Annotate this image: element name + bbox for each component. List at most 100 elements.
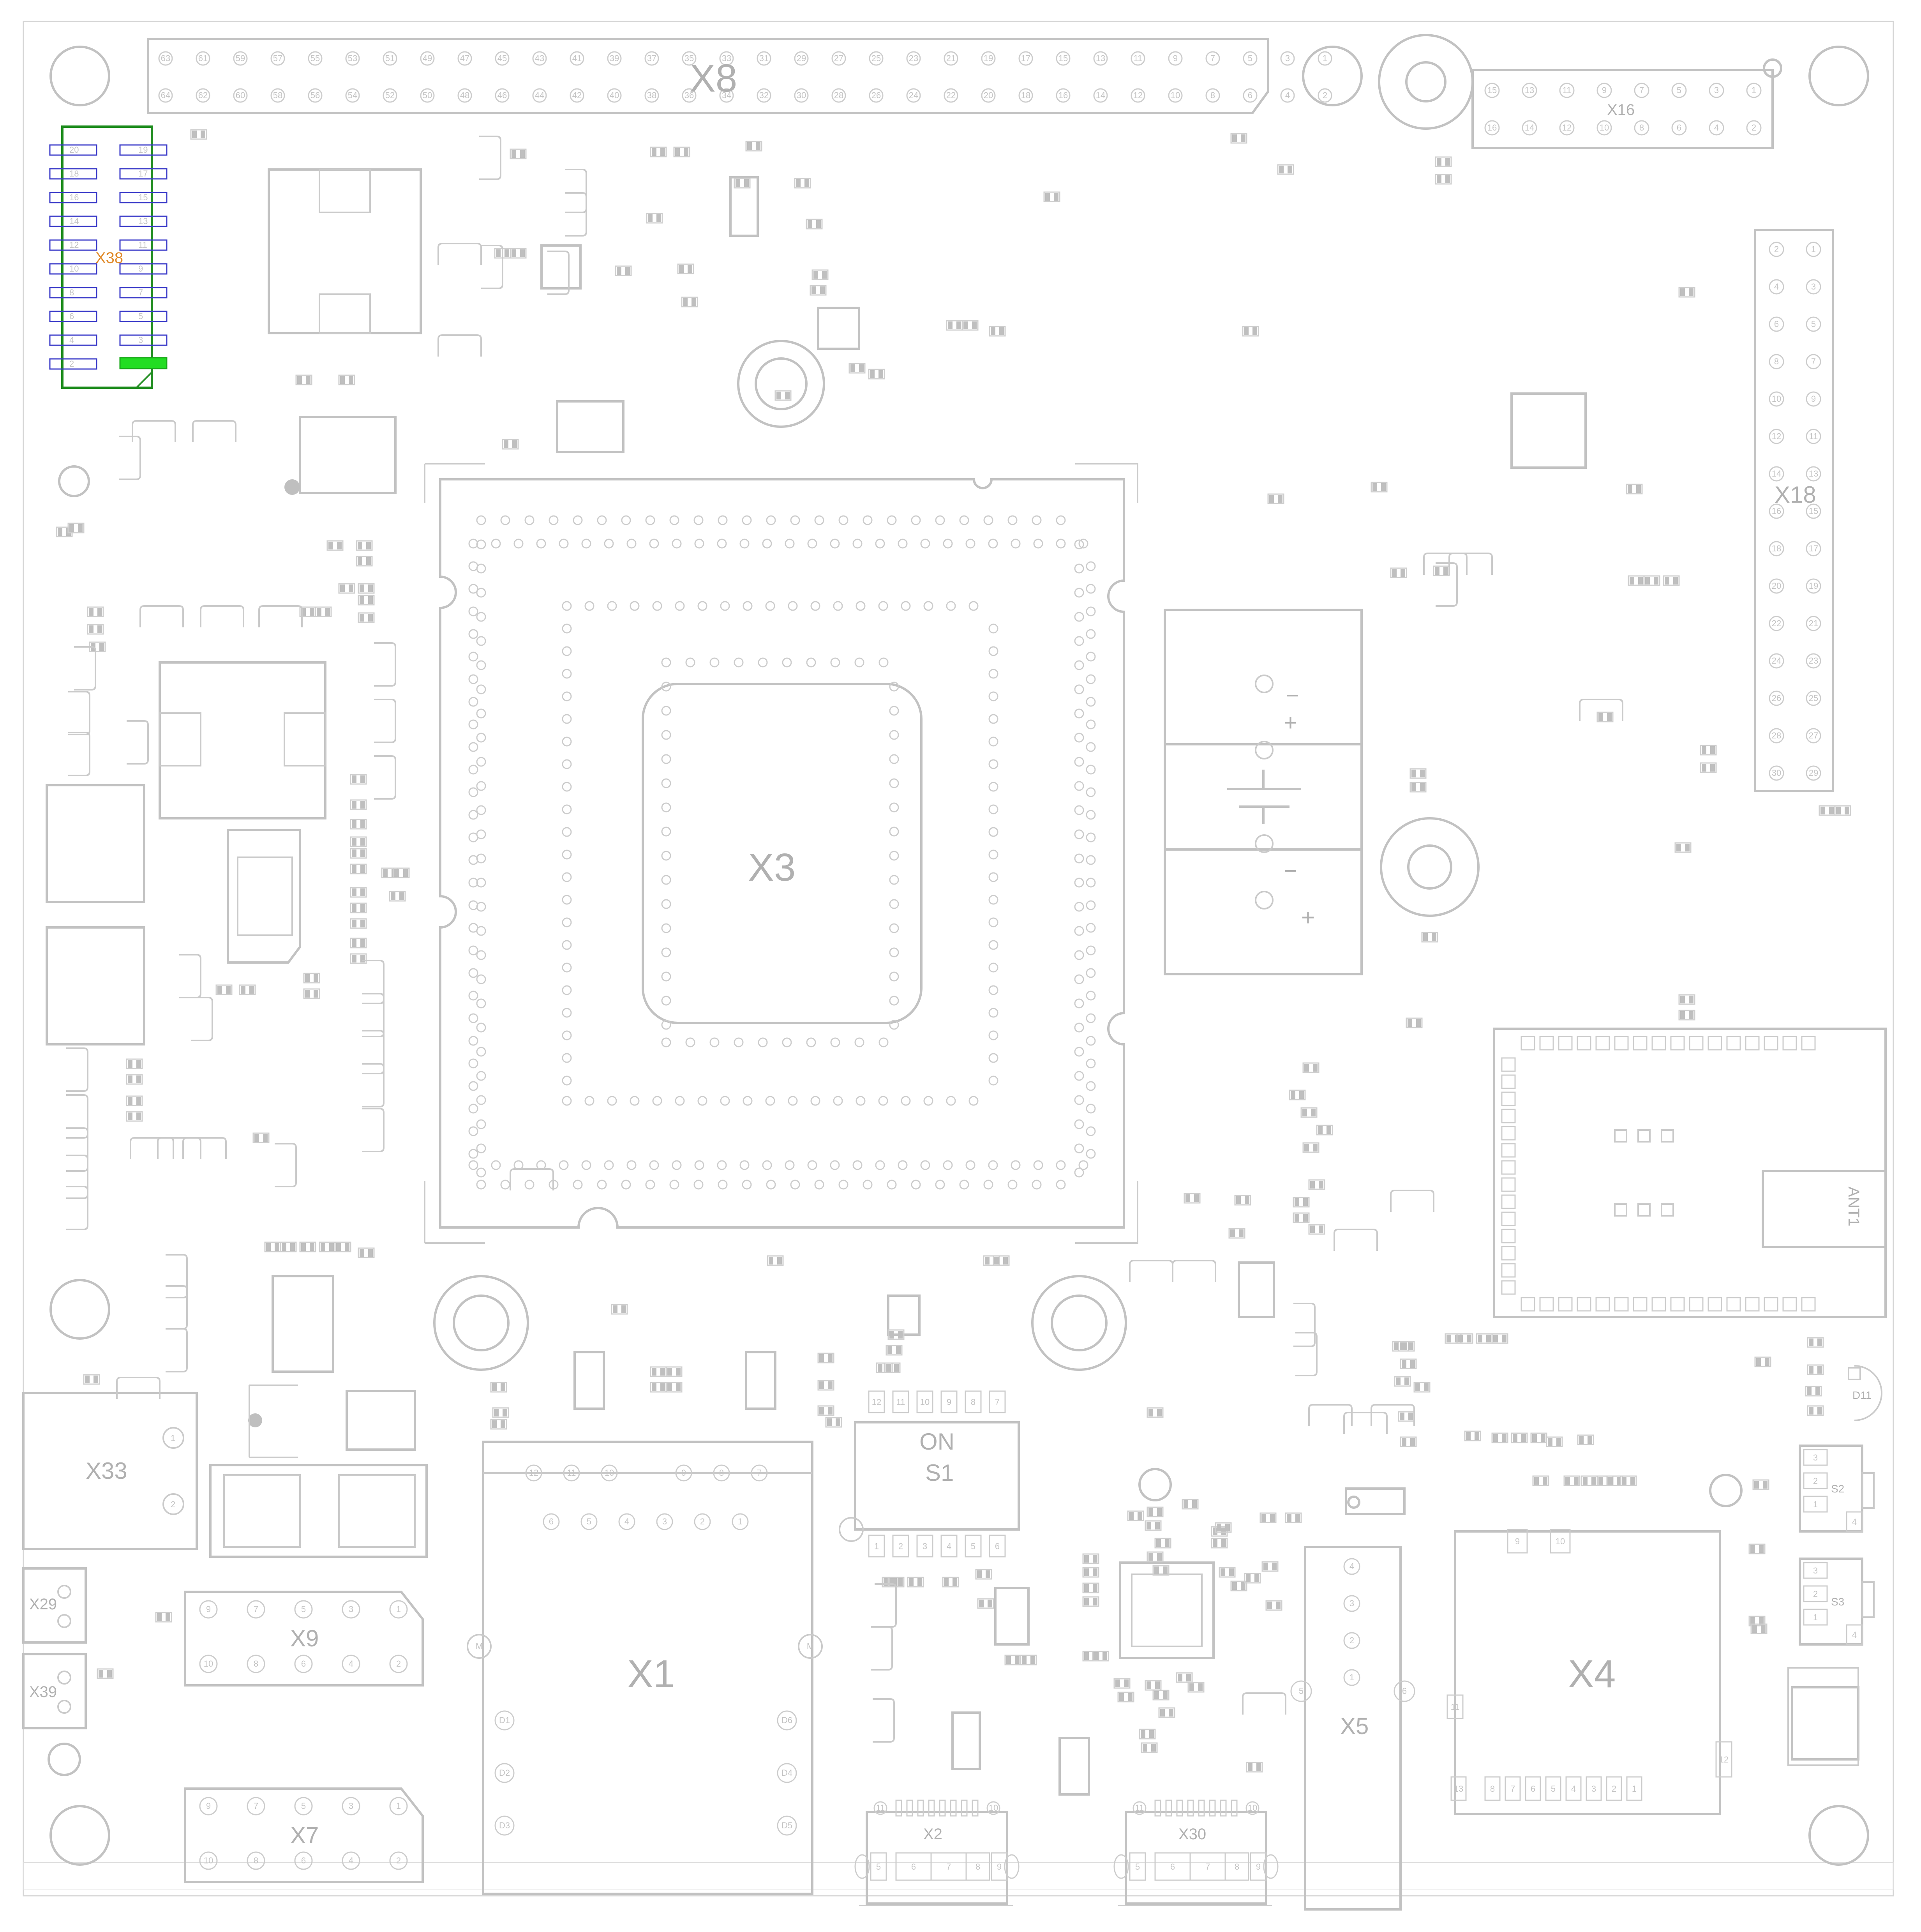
passive-pad: [1217, 1524, 1221, 1531]
pin-pad: [717, 1160, 727, 1170]
passive-pad: [1194, 1194, 1199, 1202]
passive-pad: [78, 524, 83, 532]
x38-pin-pad: [49, 287, 97, 298]
pin-pad: [895, 1800, 902, 1817]
passive-outline: [673, 147, 690, 157]
passive-outline: [1092, 1651, 1109, 1662]
passive-outline: [1147, 1407, 1164, 1418]
pin-pad: [476, 805, 486, 815]
passive-pad: [963, 321, 968, 329]
passive-pad: [496, 249, 501, 257]
pin-pad: [562, 962, 572, 973]
passive-pad: [1154, 1691, 1159, 1699]
pin-number: 30: [1772, 768, 1781, 778]
x38-pin-number: 5: [138, 311, 143, 321]
passive-outline: [510, 148, 527, 159]
module-pad: [1501, 1143, 1516, 1158]
passive-pad: [1410, 1360, 1415, 1368]
passive-pad: [1396, 1377, 1401, 1385]
passive-pad: [349, 376, 353, 384]
passive-pad: [325, 608, 330, 616]
pin-pad: [906, 1800, 913, 1817]
x38-pin-number: 4: [69, 335, 74, 345]
pin-number: 21: [946, 53, 956, 63]
pin-pad: [536, 1160, 546, 1170]
pin-number: 8: [719, 1468, 724, 1478]
pin-pad: [983, 1180, 993, 1190]
passive-pad: [314, 990, 318, 998]
pin-pad: [810, 1096, 820, 1106]
passive-pad: [1230, 1229, 1235, 1237]
passive-outline: [393, 867, 410, 878]
mounting-hole: [49, 1279, 110, 1340]
pin-pad: [342, 1851, 360, 1870]
pin-pad: [199, 1600, 218, 1619]
pin-pad: [782, 657, 792, 668]
passive-pad: [1267, 1602, 1272, 1609]
s1-label: S1: [925, 1460, 954, 1486]
passive-pad: [1680, 996, 1685, 1003]
pin-number: 51: [385, 53, 395, 63]
pin-pad: [916, 1390, 933, 1413]
battery-minus-1: −: [1286, 682, 1299, 708]
passive-pad: [249, 986, 254, 994]
pin-pad: [661, 923, 671, 933]
passive-outline: [1678, 1010, 1695, 1021]
passive-pad: [819, 1354, 824, 1362]
passive-pad: [360, 775, 365, 783]
x38-pin-pad: [49, 311, 97, 322]
pin-pad: [621, 1180, 631, 1190]
pin-pad: [345, 88, 360, 103]
pin-pad: [830, 1037, 840, 1047]
passive-pad: [1845, 807, 1849, 814]
passive-pad: [1022, 1656, 1027, 1664]
pin-number: 32: [759, 90, 769, 100]
passive-pad: [383, 869, 388, 877]
pin-number: 1: [874, 1542, 879, 1551]
pin-pad: [873, 1801, 887, 1815]
passive-outline: [295, 374, 312, 385]
passive-outline: [1302, 1142, 1319, 1153]
pin-pad: [468, 561, 478, 571]
pin-number: 7: [254, 1801, 258, 1811]
passive-pad: [505, 249, 509, 257]
pin-pad: [1806, 653, 1821, 669]
pin-number: 6: [995, 1542, 1000, 1551]
passive-pad: [254, 1134, 259, 1142]
passive-pad: [1295, 1214, 1299, 1222]
pin-number: 16: [1772, 506, 1781, 516]
capacitor-outline: [1293, 1303, 1316, 1347]
passive-outline: [155, 1612, 172, 1623]
capacitor-outline: [875, 1583, 897, 1628]
passive-outline: [1228, 1228, 1245, 1239]
passive-outline: [126, 1074, 143, 1085]
pin-pad: [158, 51, 173, 66]
passive-pad: [360, 1249, 364, 1257]
module-pad: [1501, 1177, 1516, 1192]
pin-pad: [856, 1096, 866, 1106]
pin-pad: [718, 515, 728, 525]
passive-outline: [1409, 782, 1427, 793]
passive-pad: [358, 557, 362, 565]
pin-pad: [830, 657, 840, 668]
pin-pad: [1505, 1776, 1521, 1801]
pin-pad: [476, 539, 486, 549]
pin-pad: [878, 657, 889, 668]
passive-pad: [1638, 577, 1643, 585]
pin-pad: [420, 51, 435, 66]
passive-pad: [1446, 1335, 1451, 1342]
pin-number: 4: [1714, 123, 1719, 132]
x38-pin-pad: [119, 263, 168, 275]
capacitor-outline: [1308, 1404, 1353, 1426]
pin-pad: [1484, 1776, 1501, 1801]
pin-pad: [199, 1851, 218, 1870]
pin-number: 9: [1256, 1862, 1261, 1872]
passive-pad: [822, 271, 827, 279]
passive-pad: [128, 1075, 132, 1083]
pin-number: 46: [497, 90, 507, 100]
passive-pad: [352, 801, 356, 809]
pin-number: 11: [896, 1397, 905, 1407]
pin-pad: [476, 950, 486, 960]
pin-pad: [988, 782, 998, 792]
mounting-hole-large: [737, 340, 825, 428]
